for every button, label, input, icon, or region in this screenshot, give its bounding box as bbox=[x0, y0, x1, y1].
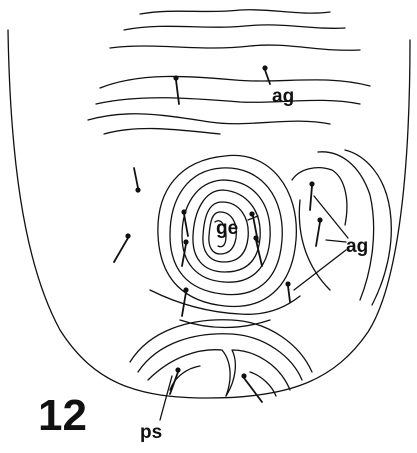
dorsal-folds bbox=[88, 10, 370, 134]
seta-left-1 bbox=[134, 168, 141, 193]
seta-ag-top-left bbox=[173, 75, 179, 104]
seta-ps-right bbox=[241, 373, 262, 402]
label-ge: ge bbox=[216, 218, 238, 239]
seta-right-2 bbox=[316, 217, 323, 246]
label-ag-top: ag bbox=[272, 86, 294, 107]
lateral-folds bbox=[292, 150, 391, 305]
label-ag-right: ag bbox=[346, 236, 368, 257]
pseudanal-region bbox=[130, 320, 312, 396]
leader-lines bbox=[160, 196, 348, 420]
label-ps: ps bbox=[140, 422, 162, 443]
body-outline bbox=[8, 30, 410, 398]
genital-folds bbox=[150, 155, 300, 327]
figure-number: 12 bbox=[38, 391, 87, 440]
seta-lower-right bbox=[285, 281, 290, 302]
seta-left-2 bbox=[114, 233, 131, 262]
seta-ps-left bbox=[170, 367, 181, 394]
